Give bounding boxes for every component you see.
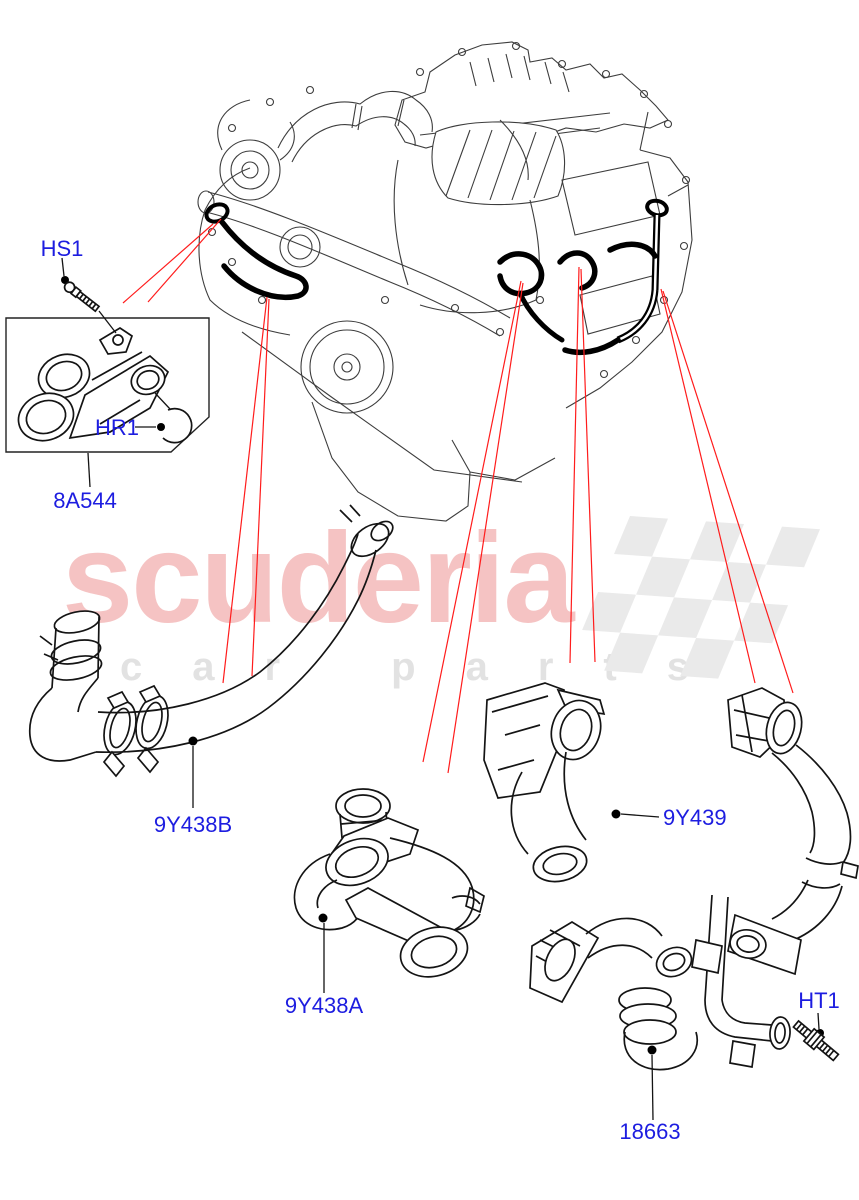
engine-bolt-details [207, 41, 691, 379]
callout-hr1[interactable]: HR1 [95, 415, 139, 440]
part-drawing-8a544 [17, 326, 193, 444]
inset-box-8a544 [5, 317, 210, 453]
watermark-brand-text: scuderia [62, 507, 575, 650]
callout-9y438a[interactable]: 9Y438A [285, 993, 364, 1018]
hr1-leader-dot [157, 423, 165, 431]
8a544-label-leader [87, 452, 91, 488]
hs1-bolt [61, 257, 117, 334]
part-drawing-18663 [529, 894, 791, 1121]
engine-illustration [197, 41, 693, 522]
part-drawing-9y438a [293, 788, 485, 993]
hr1-circlip [162, 407, 193, 444]
callout-9y438b[interactable]: 9Y438B [154, 812, 232, 837]
callout-labels: HS1 HR1 8A544 9Y438B 9Y438A 9Y439 HT1 18… [41, 236, 840, 1144]
part-drawing-9y438b [28, 504, 394, 808]
part-drawing-9y439 [483, 682, 859, 976]
red-leader-lines [122, 218, 794, 774]
callout-18663[interactable]: 18663 [619, 1119, 680, 1144]
checkered-flag-watermark [582, 516, 820, 679]
ht1-stud [792, 1012, 840, 1062]
watermark: scuderia car parts [62, 507, 820, 689]
callout-hs1[interactable]: HS1 [41, 236, 84, 261]
engine-installed-hoses [204, 198, 669, 355]
callout-9y439[interactable]: 9Y439 [663, 805, 727, 830]
callout-ht1[interactable]: HT1 [798, 988, 840, 1013]
callout-8a544[interactable]: 8A544 [53, 488, 117, 513]
